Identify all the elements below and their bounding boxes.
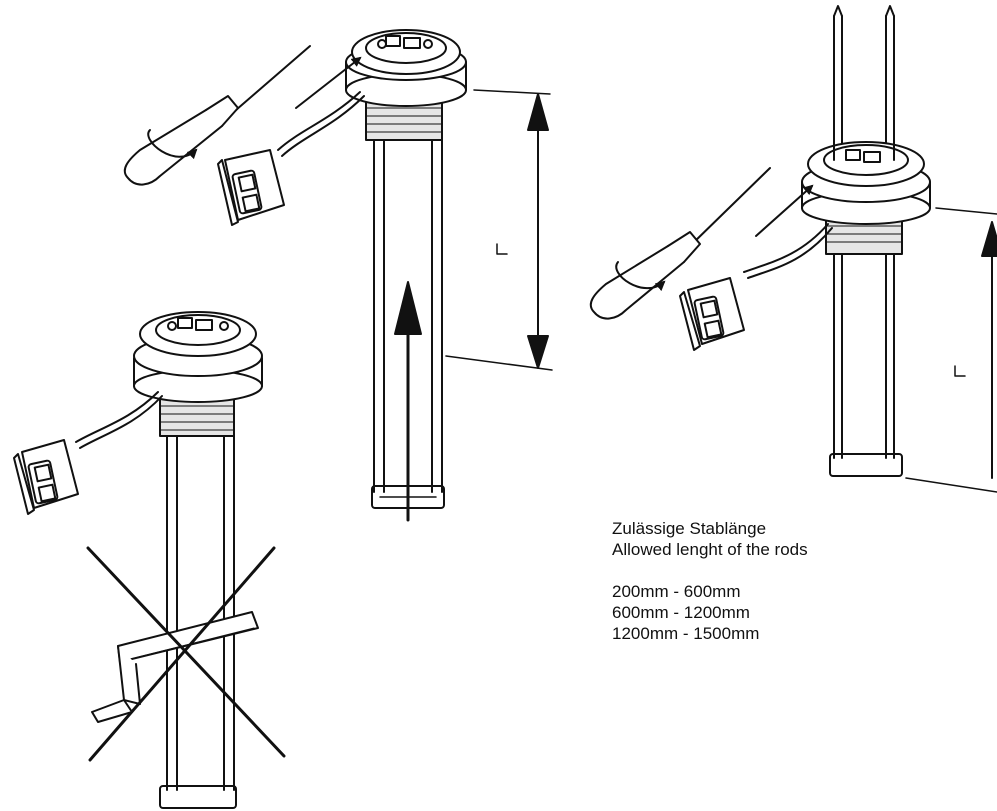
caption-title-en: Allowed lenght of the rods — [612, 540, 808, 559]
caption-range-1: 200mm - 600mm — [612, 582, 741, 601]
sensor-right — [743, 5, 931, 477]
sensor-left — [75, 311, 263, 809]
connector-plug-icon — [679, 277, 745, 351]
dimension-arrow-icon — [445, 89, 553, 371]
dimension-arrow-icon — [905, 207, 997, 493]
connector-plug-icon — [217, 149, 285, 226]
hacksaw-icon — [91, 611, 259, 723]
cross-out-icon — [86, 546, 286, 762]
screwdriver-icon — [589, 167, 771, 320]
insert-arrow-icon — [394, 281, 422, 522]
sensor-center — [277, 29, 467, 509]
caption-range-3: 1200mm - 1500mm — [612, 624, 760, 643]
caption-range-2: 600mm - 1200mm — [612, 603, 750, 622]
screwdriver-icon — [123, 45, 311, 186]
caption-title-de: Zulässige Stablänge — [612, 519, 767, 538]
rod-length-caption: Zulässige Stablänge Allowed lenght of th… — [612, 518, 808, 644]
connector-plug-icon — [13, 439, 79, 515]
